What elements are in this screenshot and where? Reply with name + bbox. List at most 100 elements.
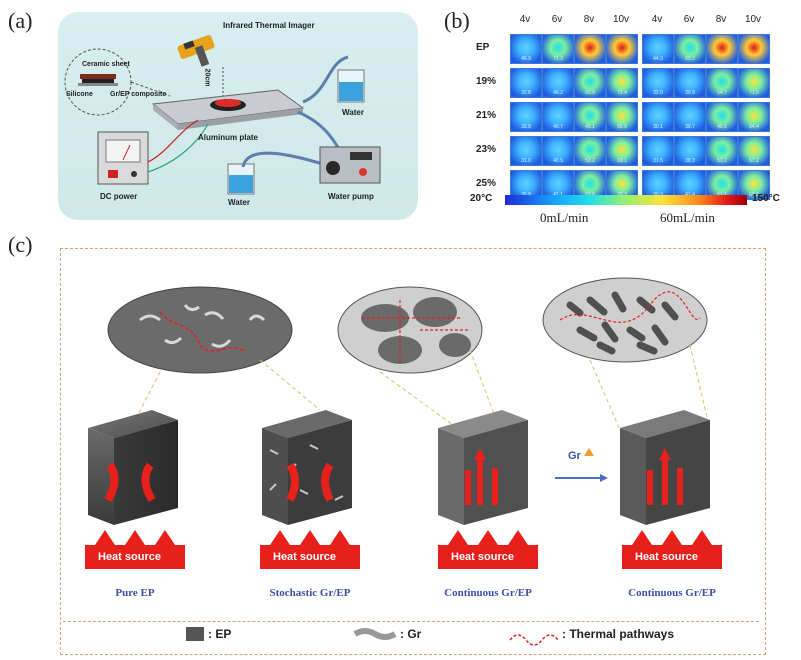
heat-source-label-4: Heat source: [635, 551, 698, 563]
thermal-cell-value: 45.6: [717, 124, 727, 130]
heat-source-label-3: Heat source: [451, 551, 514, 563]
thermal-cell: 51.2: [706, 136, 738, 166]
thermal-col-head: 6v: [551, 14, 563, 25]
thermal-col-head: 6v: [683, 14, 695, 25]
thermal-cell: 71.5: [738, 68, 770, 98]
thermal-cell: 32.0: [642, 68, 674, 98]
ceramic-label: Ceramic sheet: [82, 61, 130, 68]
legend-ep-swatch: [186, 627, 204, 641]
thermal-cell: 71.3: [542, 34, 574, 64]
thermal-cell-value: 31.0: [521, 158, 531, 164]
thermal-cell: 31.0: [510, 136, 542, 166]
cube-pure-ep: [88, 410, 178, 525]
thermal-col-head: 4v: [651, 14, 663, 25]
cube-continuous: [438, 410, 528, 525]
heat-source-2: [260, 530, 360, 569]
thermal-cell-value: 39.9: [685, 90, 695, 96]
increase-arrow-icon: [584, 448, 594, 456]
plate-label: Aluminum plate: [198, 133, 259, 142]
thermal-cell-value: 71.5: [749, 90, 759, 96]
legend-gr-label: : Gr: [400, 627, 422, 641]
thermal-cell: 46.9: [510, 34, 542, 64]
heat-source-3: [438, 530, 538, 569]
thermal-cell-value: 30.1: [653, 124, 663, 130]
thermal-cell-value: 49.1: [585, 124, 595, 130]
power-label: DC power: [100, 192, 138, 201]
thermal-row-head: 21%: [476, 110, 497, 121]
thermal-cell: 69.2: [674, 34, 706, 64]
thermal-cell: 53.2: [574, 136, 606, 166]
thermal-cell-value: 40.5: [553, 158, 563, 164]
pump-label: Water pump: [328, 192, 374, 201]
thermal-cell: [574, 34, 606, 64]
cube-label-continuous-dense: Continuous Gr/EP: [628, 587, 716, 599]
composite-label: Gr/EP composite: [110, 91, 167, 98]
thermal-cell-value: 32.8: [521, 90, 531, 96]
heat-source-4: [622, 530, 722, 569]
thermal-cell: 60.9: [574, 68, 606, 98]
thermal-cell-value: 51.2: [717, 158, 727, 164]
thermal-cell-value: 39.7: [685, 124, 695, 130]
water-bottom-label: Water: [228, 198, 250, 207]
flow-left-label: 0mL/min: [540, 210, 589, 225]
thermal-cell-value: 65.9: [617, 124, 627, 130]
thermal-cell: [606, 34, 638, 64]
thermal-cell: [738, 34, 770, 64]
zoom-ellipse-continuous: [337, 286, 483, 374]
thermal-cell: 49.1: [574, 102, 606, 132]
thermal-row-head: 19%: [476, 76, 497, 87]
thermal-row-head: 23%: [476, 144, 497, 155]
panel-label-a: (a): [8, 8, 33, 33]
legend-gr-swatch: [353, 628, 397, 640]
heat-source-1: [85, 530, 185, 569]
legend-path-label: : Thermal pathways: [562, 627, 675, 641]
thermal-cell: 40.5: [542, 136, 574, 166]
thermal-cell-value: 69.3: [749, 192, 759, 198]
thermal-cell-value: 72.4: [617, 90, 627, 96]
water-pump-icon: [319, 146, 381, 184]
thermal-row-head: 25%: [476, 178, 497, 189]
thermal-cell-value: 40.7: [553, 124, 563, 130]
thermal-cell: 32.8: [510, 68, 542, 98]
thermal-cell: 46.2: [542, 68, 574, 98]
thermal-cell-value: 32.0: [653, 90, 663, 96]
temperature-colorbar: [505, 195, 747, 205]
thermal-cell: 38.3: [674, 136, 706, 166]
thermal-cell-value: 60.9: [585, 90, 595, 96]
thermal-cell: 72.4: [606, 68, 638, 98]
thermal-cell-value: 38.3: [685, 158, 695, 164]
cube-label-continuous: Continuous Gr/EP: [444, 587, 532, 599]
thermal-cell: 31.5: [642, 136, 674, 166]
thermal-cell-value: 44.3: [653, 56, 663, 62]
thermal-col-head: 8v: [715, 14, 727, 25]
thermal-cell: 40.7: [542, 102, 574, 132]
thermal-cell-value: 33.8: [521, 124, 531, 130]
thermal-cell-value: 69.1: [617, 158, 627, 164]
legend-ep-label: : EP: [208, 627, 232, 641]
thermal-cell-value: 69.2: [685, 56, 695, 62]
thermal-col-head: 4v: [519, 14, 531, 25]
thermal-cell-value: 71.3: [553, 56, 563, 62]
thermal-cell: 30.1: [642, 102, 674, 132]
thermal-col-head: 10v: [744, 14, 762, 25]
silicone-label: Silicone: [66, 91, 93, 98]
thermal-cell-value: 67.2: [749, 158, 759, 164]
scale-min-label: 20°C: [470, 193, 493, 204]
thermal-cell: 65.9: [606, 102, 638, 132]
thermal-row-head: EP: [476, 42, 490, 53]
thermal-col-head: 8v: [583, 14, 595, 25]
scale-max-label: 150°C: [752, 193, 780, 204]
heat-source-label-1: Heat source: [98, 551, 161, 563]
mechanism-panel: [60, 248, 766, 655]
panel-label-c: (c): [8, 232, 33, 257]
thermal-cell: 45.6: [706, 102, 738, 132]
thermal-cell-value: 53.2: [585, 158, 595, 164]
heat-source-label-2: Heat source: [273, 551, 336, 563]
imager-label: Infrared Thermal Imager: [223, 21, 315, 30]
cube-stochastic: [262, 410, 352, 525]
zoom-ellipse-dense: [542, 277, 708, 363]
cube-continuous-dense: [620, 410, 710, 525]
thermal-cell-value: 31.5: [653, 158, 663, 164]
